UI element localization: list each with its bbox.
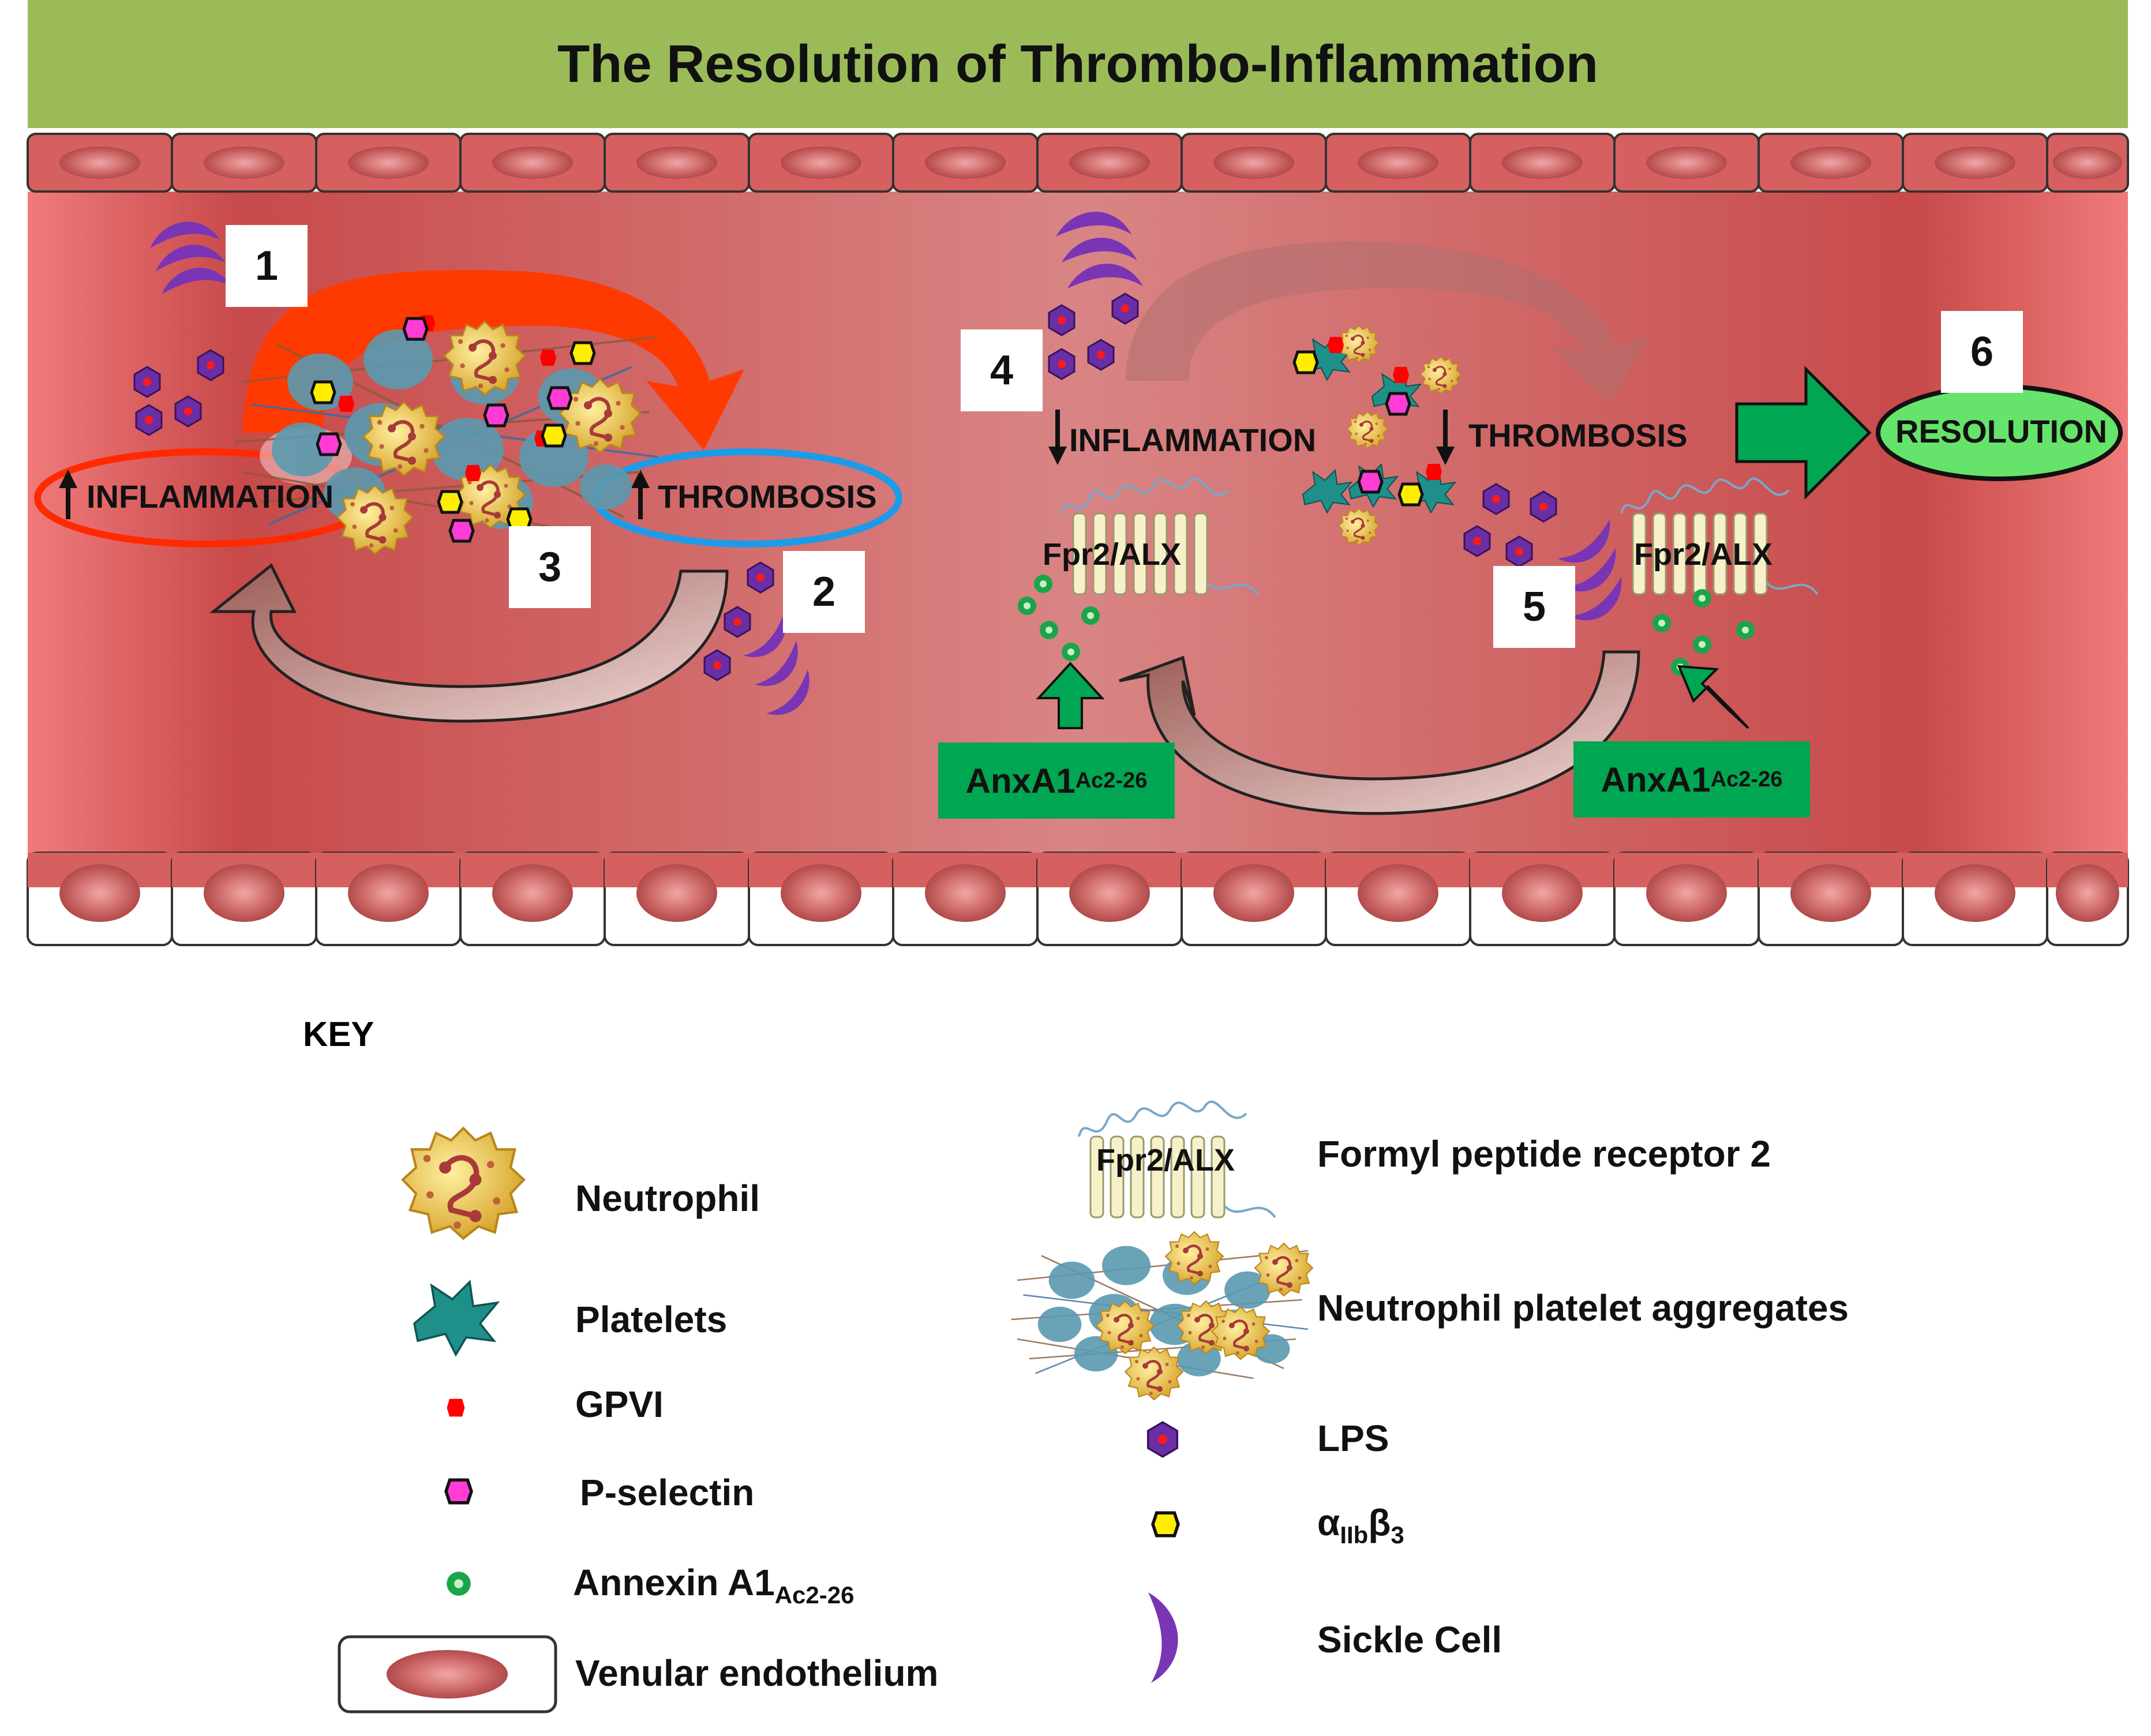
faded-top-arrow xyxy=(1125,241,1650,404)
key-lps-label: LPS xyxy=(1317,1418,1389,1459)
thrombosis-to-inflammation-arrow xyxy=(209,563,729,723)
step-3-box: 3 xyxy=(509,526,591,608)
left-thrombosis-label: THROMBOSIS xyxy=(658,478,877,515)
key-annexin-sub: Ac2-26 xyxy=(774,1581,855,1608)
key-pselectin-label: P-selectin xyxy=(580,1472,755,1513)
anxa1-main-left: AnxA1 xyxy=(965,761,1076,800)
step-5-box: 5 xyxy=(1493,566,1575,648)
key-neutrophil-icon xyxy=(403,1128,524,1239)
resolution-arrow xyxy=(1735,365,1872,500)
key-gpvi-icon xyxy=(447,1398,465,1417)
anxa1-main-right: AnxA1 xyxy=(1601,760,1711,799)
inflammation-to-thrombosis-arrow xyxy=(242,270,744,450)
key-sickle-label: Sickle Cell xyxy=(1317,1619,1502,1660)
key-platelet-icon xyxy=(413,1281,499,1356)
diagram-title: The Resolution of Thrombo-Inflammation xyxy=(557,34,1599,93)
top-endothelium xyxy=(27,133,2129,193)
step-6-box: 6 xyxy=(1941,311,2023,393)
key-aggregate-icon xyxy=(1010,1232,1313,1400)
left-inflammation-label: INFLAMMATION xyxy=(87,478,334,515)
anxa1-sub-right: Ac2-26 xyxy=(1710,767,1783,792)
key-neutrophil-label: Neutrophil xyxy=(575,1178,760,1219)
anxa1-sub-left: Ac2-26 xyxy=(1075,768,1148,793)
step-1-box: 1 xyxy=(226,225,308,307)
key-receptor-icon-label: Fpr2/ALX xyxy=(1096,1143,1235,1178)
key-annexin-label: Annexin A1Ac2-26 xyxy=(573,1561,854,1609)
step-2-box: 2 xyxy=(783,551,865,633)
key-annexin-main: Annexin A1 xyxy=(573,1562,775,1603)
right-inflammation-label: INFLAMMATION xyxy=(1069,422,1317,458)
key-sickle-icon xyxy=(1128,1587,1189,1683)
key-fpr2-label: Formyl peptide receptor 2 xyxy=(1317,1133,1771,1175)
step-4-box: 4 xyxy=(961,329,1043,411)
key-integrin-icon xyxy=(1153,1513,1178,1536)
bottom-endothelium xyxy=(27,852,2129,946)
key-pselectin-icon xyxy=(446,1480,471,1503)
title-banner: The Resolution of Thrombo-Inflammation xyxy=(28,0,2128,128)
right-return-arrow xyxy=(1119,650,1640,815)
key-title: KEY xyxy=(303,1015,374,1053)
key-integrin-alpha-sub: IIb xyxy=(1340,1521,1369,1548)
receptor-label-right: Fpr2/ALX xyxy=(1634,537,1773,572)
key-endothelium-label: Venular endothelium xyxy=(575,1652,939,1694)
key-lps-icon xyxy=(1146,1421,1179,1458)
receptor-label-left: Fpr2/ALX xyxy=(1043,537,1182,572)
key-integrin-alpha: α xyxy=(1317,1502,1340,1543)
key-integrin-beta: β xyxy=(1368,1502,1391,1543)
key-integrin-label: αIIbβ3 xyxy=(1317,1501,1404,1549)
key-annexin-icon xyxy=(447,1572,471,1596)
key-endothelium-icon xyxy=(338,1635,557,1713)
key-gpvi-label: GPVI xyxy=(575,1383,664,1425)
right-thrombosis-label: THROMBOSIS xyxy=(1468,417,1688,453)
key-integrin-beta-sub: 3 xyxy=(1391,1521,1404,1548)
key-aggregates-label: Neutrophil platelet aggregates xyxy=(1317,1287,1849,1329)
key-platelets-label: Platelets xyxy=(575,1299,728,1340)
resolution-label: RESOLUTION xyxy=(1895,413,2108,449)
